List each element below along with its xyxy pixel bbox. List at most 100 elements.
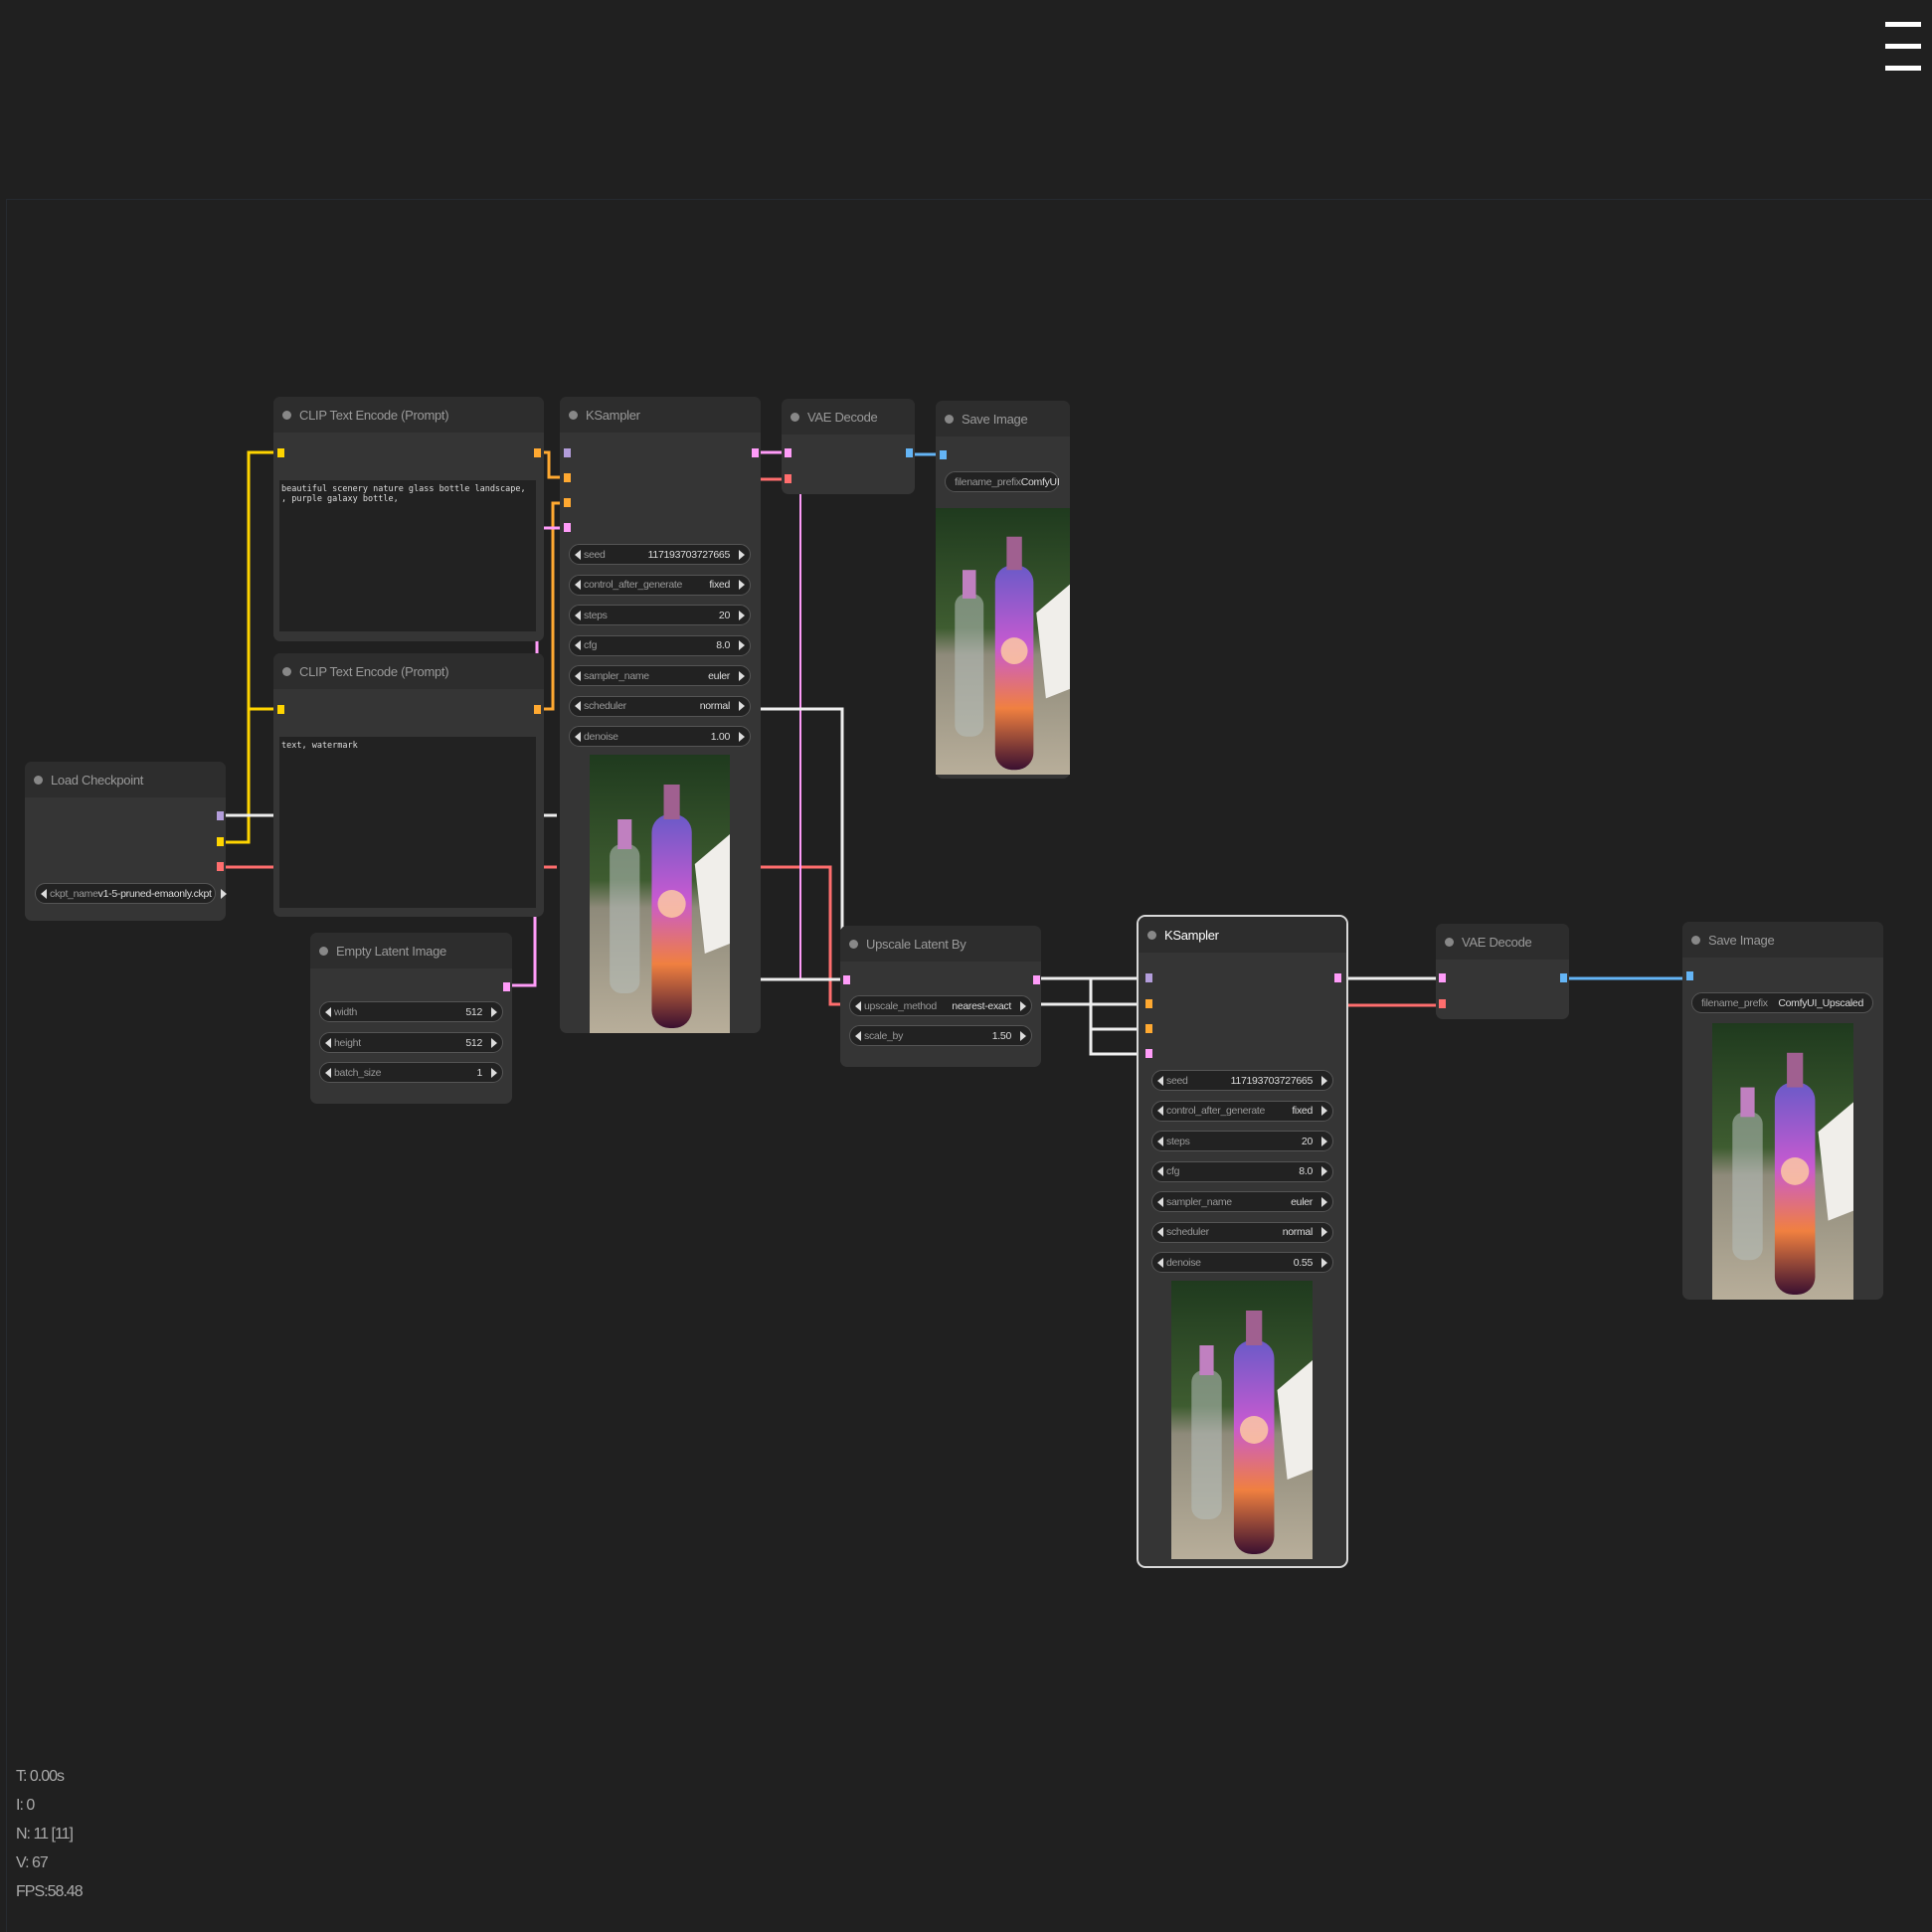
increment-arrow-icon[interactable]: [739, 670, 745, 681]
output-slot-clip[interactable]: [217, 837, 224, 846]
node-load-checkpoint[interactable]: Load Checkpoint ckpt_name v1-5-pruned-em…: [25, 762, 227, 921]
increment-arrow-icon[interactable]: [1321, 1196, 1327, 1207]
decrement-arrow-icon[interactable]: [1157, 1196, 1163, 1207]
input-slot-latent-image[interactable]: [1145, 1049, 1152, 1058]
increment-arrow-icon[interactable]: [739, 731, 745, 742]
input-slot-negative[interactable]: [1145, 1024, 1152, 1033]
decrement-arrow-icon[interactable]: [575, 640, 581, 650]
node-title-bar[interactable]: KSampler: [1139, 917, 1346, 953]
increment-arrow-icon[interactable]: [739, 701, 745, 711]
collapse-dot-icon[interactable]: [34, 775, 43, 785]
increment-arrow-icon[interactable]: [1321, 1166, 1327, 1176]
output-slot-model[interactable]: [217, 811, 224, 820]
widget-filename-prefix[interactable]: filename_prefix ComfyUI: [945, 471, 1060, 492]
decrement-arrow-icon[interactable]: [855, 1000, 861, 1011]
node-save-image-2[interactable]: Save Image filename_prefix ComfyUI_Upsca…: [1682, 922, 1883, 1300]
collapse-dot-icon[interactable]: [790, 412, 799, 422]
widget-scale-by[interactable]: scale_by 1.50: [849, 1025, 1032, 1046]
node-title-bar[interactable]: Upscale Latent By: [840, 926, 1041, 962]
node-upscale-latent-by[interactable]: Upscale Latent By upscale_method nearest…: [840, 926, 1041, 1067]
increment-arrow-icon[interactable]: [1321, 1136, 1327, 1146]
increment-arrow-icon[interactable]: [739, 640, 745, 650]
input-slot-vae[interactable]: [1439, 999, 1446, 1008]
increment-arrow-icon[interactable]: [1321, 1227, 1327, 1237]
input-slot-clip[interactable]: [277, 705, 284, 714]
increment-arrow-icon[interactable]: [739, 610, 745, 620]
prompt-text-area[interactable]: text, watermark: [279, 737, 536, 908]
input-slot-latent-image[interactable]: [564, 523, 571, 532]
input-slot-samples[interactable]: [843, 975, 850, 984]
output-slot-latent[interactable]: [1033, 975, 1040, 984]
widget-height[interactable]: height 512: [319, 1032, 503, 1053]
input-slot-samples[interactable]: [785, 448, 791, 457]
decrement-arrow-icon[interactable]: [855, 1030, 861, 1041]
output-slot-image[interactable]: [1560, 973, 1567, 982]
node-title-bar[interactable]: Save Image: [936, 401, 1070, 437]
increment-arrow-icon[interactable]: [491, 1006, 497, 1017]
decrement-arrow-icon[interactable]: [575, 701, 581, 711]
output-slot-latent[interactable]: [1334, 973, 1341, 982]
increment-arrow-icon[interactable]: [1321, 1106, 1327, 1116]
decrement-arrow-icon[interactable]: [1157, 1075, 1163, 1086]
collapse-dot-icon[interactable]: [1445, 937, 1454, 947]
decrement-arrow-icon[interactable]: [575, 549, 581, 560]
node-title-bar[interactable]: Load Checkpoint: [25, 762, 226, 797]
input-slot-images[interactable]: [940, 450, 947, 459]
collapse-dot-icon[interactable]: [282, 410, 291, 420]
collapse-dot-icon[interactable]: [319, 946, 328, 956]
node-vae-decode-2[interactable]: VAE Decode: [1436, 924, 1569, 1019]
node-vae-decode-1[interactable]: VAE Decode: [782, 399, 915, 494]
collapse-dot-icon[interactable]: [945, 414, 954, 424]
increment-arrow-icon[interactable]: [1020, 1000, 1026, 1011]
output-slot-vae[interactable]: [217, 862, 224, 871]
widget-batch-size[interactable]: batch_size 1: [319, 1062, 503, 1083]
node-clip-text-encode-positive[interactable]: CLIP Text Encode (Prompt) beautiful scen…: [273, 397, 544, 641]
input-slot-positive[interactable]: [1145, 999, 1152, 1008]
node-title-bar[interactable]: Save Image: [1682, 922, 1883, 958]
increment-arrow-icon[interactable]: [1321, 1075, 1327, 1086]
output-slot-latent[interactable]: [503, 982, 510, 991]
input-slot-samples[interactable]: [1439, 973, 1446, 982]
output-slot-conditioning[interactable]: [534, 705, 541, 714]
increment-arrow-icon[interactable]: [1020, 1030, 1026, 1041]
decrement-arrow-icon[interactable]: [1157, 1166, 1163, 1176]
decrement-arrow-icon[interactable]: [575, 610, 581, 620]
output-slot-latent[interactable]: [752, 448, 759, 457]
node-title-bar[interactable]: CLIP Text Encode (Prompt): [273, 397, 544, 433]
widget-width[interactable]: width 512: [319, 1001, 503, 1022]
decrement-arrow-icon[interactable]: [1157, 1257, 1163, 1268]
input-slot-clip[interactable]: [277, 448, 284, 457]
decrement-arrow-icon[interactable]: [575, 731, 581, 742]
increment-arrow-icon[interactable]: [491, 1067, 497, 1078]
node-save-image-1[interactable]: Save Image filename_prefix ComfyUI: [936, 401, 1070, 779]
decrement-arrow-icon[interactable]: [575, 670, 581, 681]
collapse-dot-icon[interactable]: [849, 939, 858, 949]
node-title-bar[interactable]: KSampler: [560, 397, 761, 433]
increment-arrow-icon[interactable]: [739, 580, 745, 590]
input-slot-images[interactable]: [1686, 971, 1693, 980]
decrement-arrow-icon[interactable]: [1157, 1136, 1163, 1146]
output-slot-image[interactable]: [906, 448, 913, 457]
node-title-bar[interactable]: CLIP Text Encode (Prompt): [273, 653, 544, 689]
output-slot-conditioning[interactable]: [534, 448, 541, 457]
increment-arrow-icon[interactable]: [491, 1037, 497, 1048]
decrement-arrow-icon[interactable]: [41, 888, 47, 899]
decrement-arrow-icon[interactable]: [1157, 1106, 1163, 1116]
widget-filename-prefix[interactable]: filename_prefix ComfyUI_Upscaled: [1691, 992, 1873, 1013]
increment-arrow-icon[interactable]: [220, 888, 227, 899]
